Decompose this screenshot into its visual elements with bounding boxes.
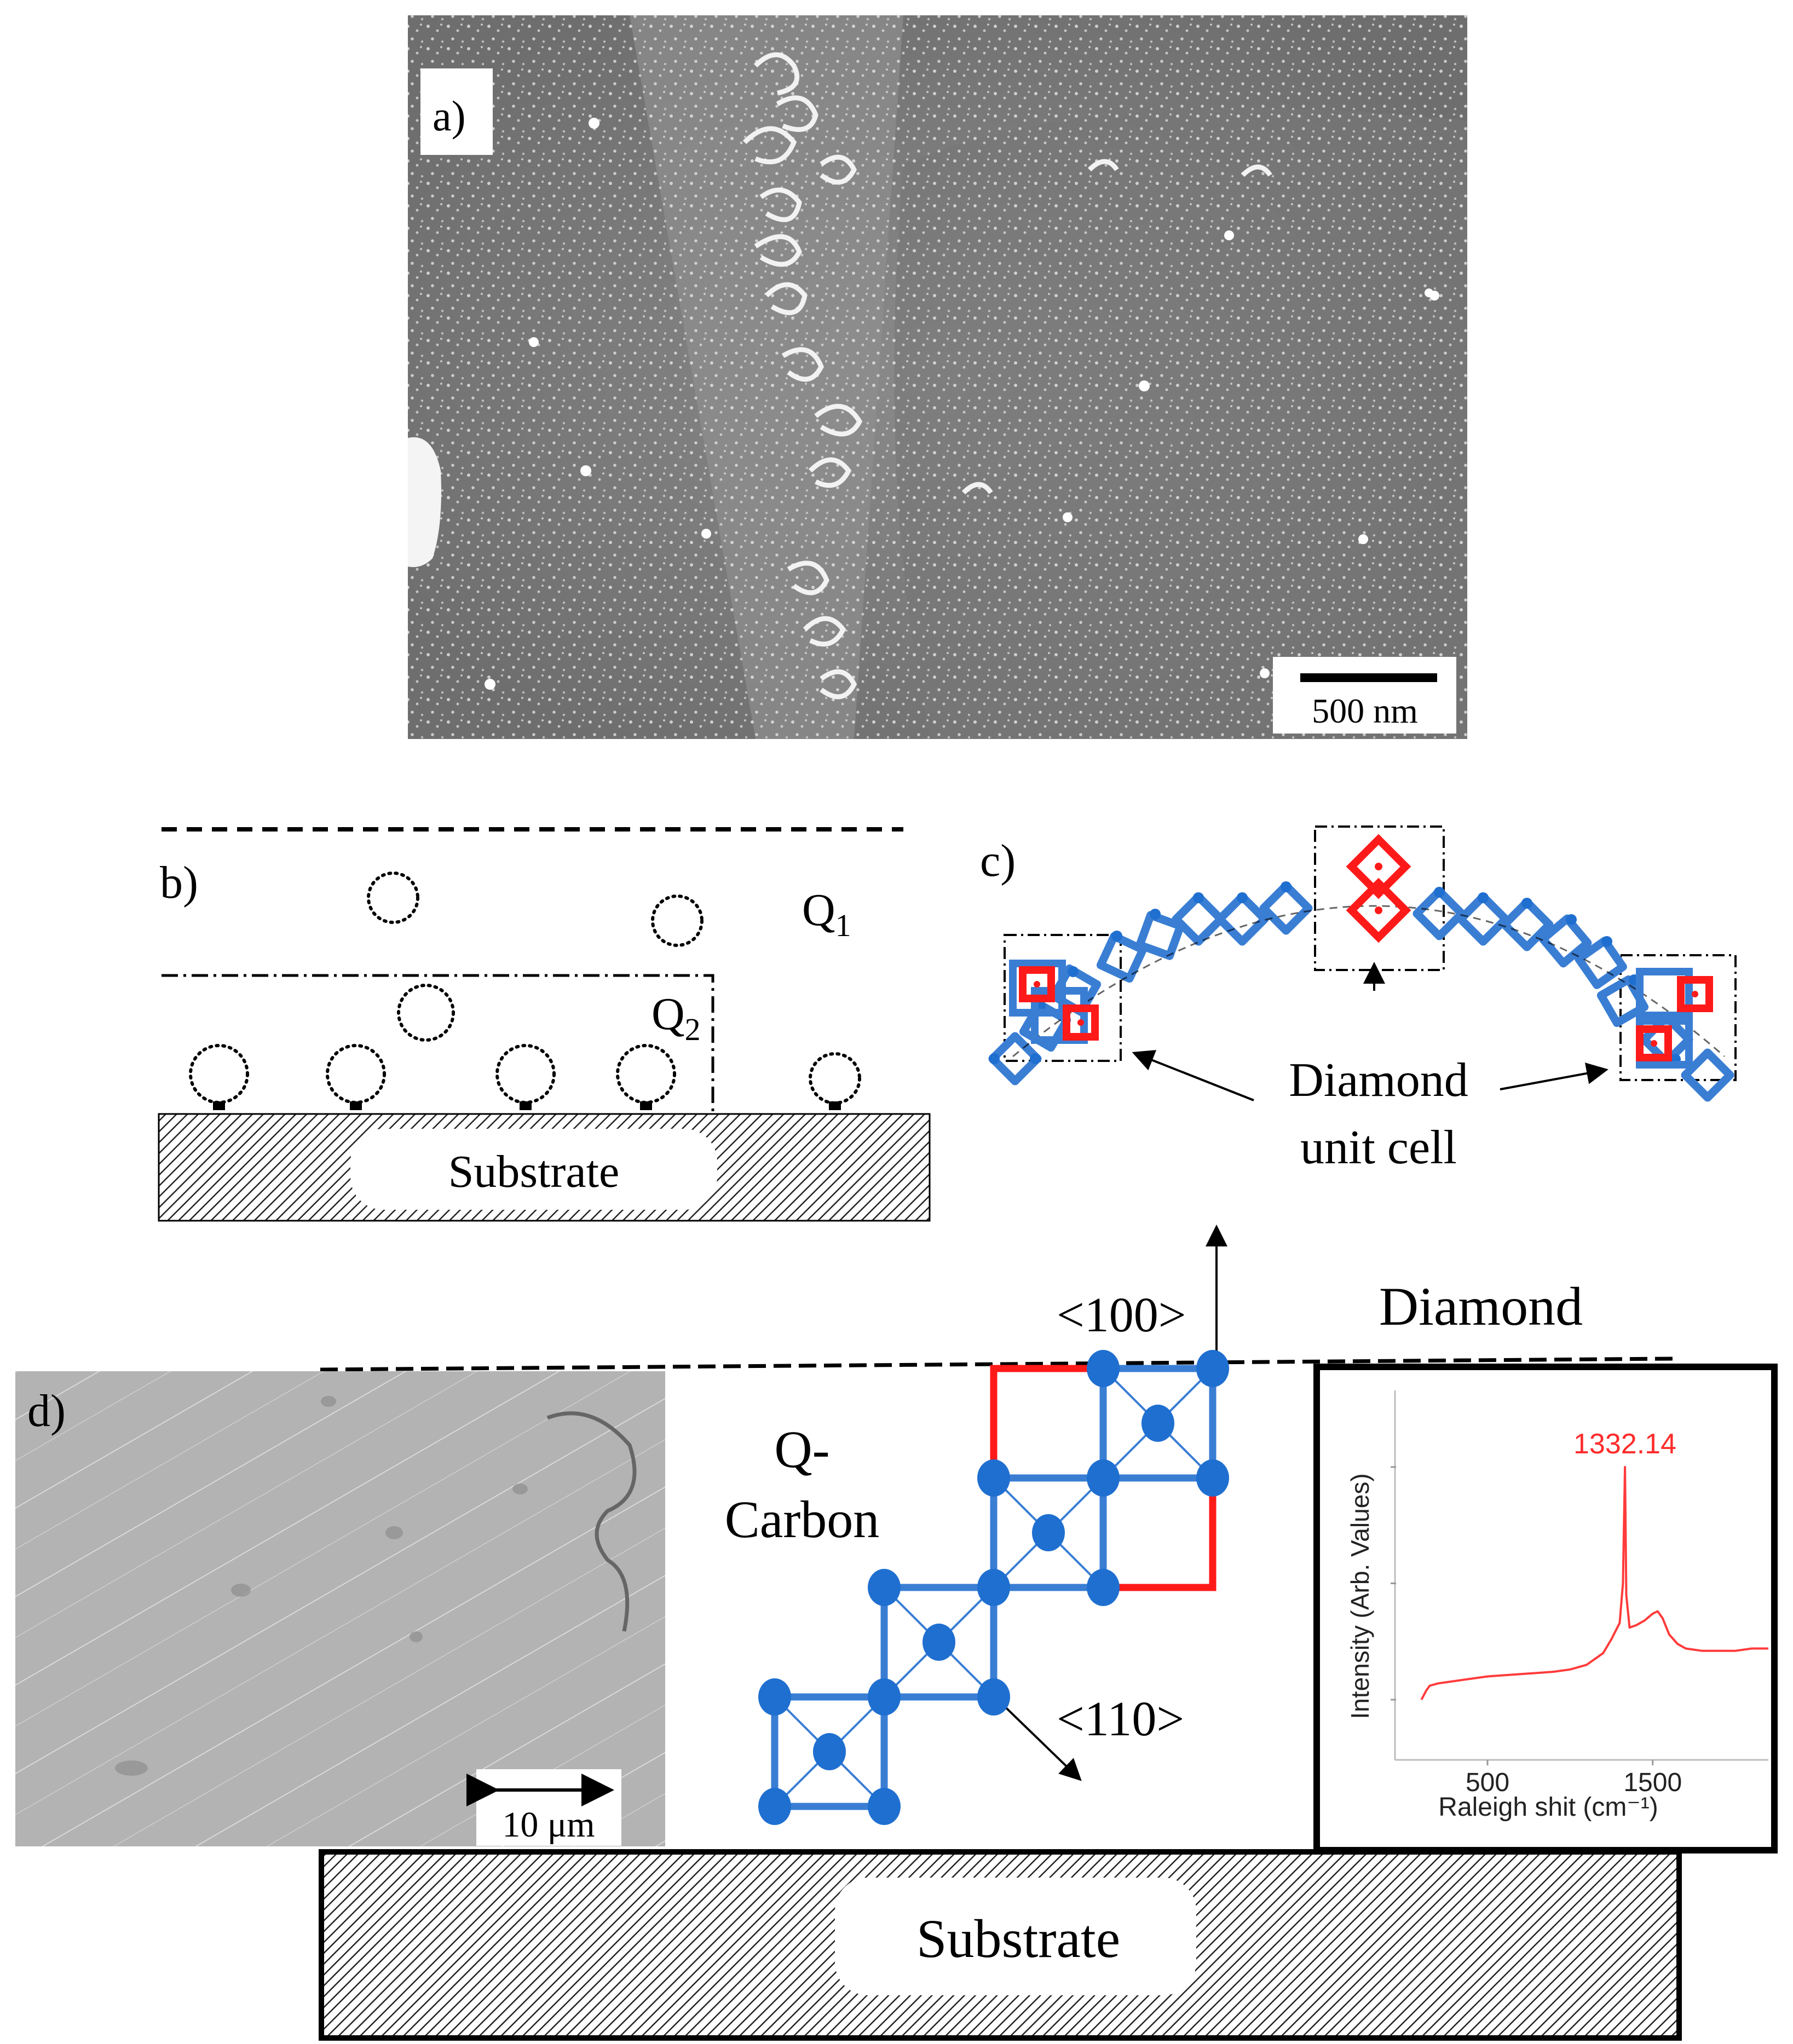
sem-bright-particles [485,118,1439,690]
raman-spectrum-line [1420,1466,1768,1700]
q2-boundary [162,974,714,1114]
raman-plot-area: 500 1500 [1391,1390,1768,1797]
left-unit-cell [1009,960,1099,1044]
direction-100-label: <100> [1057,1288,1186,1342]
raman-x-label: Raleigh shit (cm⁻¹) [1438,1793,1658,1822]
axis-110-arrow [993,1695,1082,1781]
arc-guide [1012,905,1725,1058]
diamond-unit-cell-line2: unit cell [1300,1121,1457,1174]
diamond-label: Diamond [1379,1276,1583,1337]
right-unit-cell [1636,968,1713,1069]
panel-c-label: c) [980,835,1016,886]
qcarbon-label-line2: Carbon [725,1490,880,1549]
optical-spots [115,1396,528,1776]
substrate-b-label-box [350,1129,717,1210]
substrate-d-label-box [835,1878,1196,1995]
dashdot-boxes [1004,825,1737,1081]
scale-bar-line [1300,673,1437,682]
raman-y-label: Intensity (Arb. Values) [1346,1473,1374,1719]
q2-label: Q2 [652,989,701,1047]
raman-frame [1313,1364,1778,1854]
diamond-unit-cell-line1: Diamond [1289,1054,1468,1107]
qcarbon-label-line1: Q- [774,1420,829,1479]
unit-cell-pointer-arrows [1132,962,1608,1101]
substrate-d-label: Substrate [916,1908,1120,1969]
substrate-b-label: Substrate [448,1146,620,1197]
qcarbon-lattice [758,1225,1229,1825]
raman-inset: 500 1500 Intensity (Arb. Values) Raleigh … [1313,1364,1778,1854]
panel-a: a) 500 nm [408,15,1467,739]
raman-x-tick-label: 1500 [1623,1768,1682,1797]
panel-a-label-box [420,68,493,155]
q1-label: Q1 [802,885,851,943]
panel-b: b) Q1 Q2 Substrate [158,827,931,1222]
sem-edge-blob [408,437,441,567]
top-unit-cell [1346,834,1411,943]
raman-peak-label: 1332.14 [1573,1428,1676,1460]
sem-texture [408,15,1467,739]
raman-x-tick-label: 500 [1466,1768,1509,1797]
direction-110-label: <110> [1057,1692,1184,1746]
scale-bar-box [1273,657,1456,734]
sem-filaments [742,52,1272,700]
panel-a-label: a) [433,92,466,140]
panel-c: c) [980,825,1737,1174]
panel-d-label: d) [27,1385,66,1436]
optical-scale-label: 10 μm [502,1805,595,1845]
carbon-clusters [189,871,861,1105]
optical-fiber [546,1411,637,1632]
lattice-atoms [758,1350,1229,1825]
nucleation-seeds [213,1101,841,1110]
scale-bar-label: 500 nm [1312,691,1418,730]
panel-b-label: b) [160,857,198,908]
panel-d: d) 10 μm [15,1225,1778,2041]
